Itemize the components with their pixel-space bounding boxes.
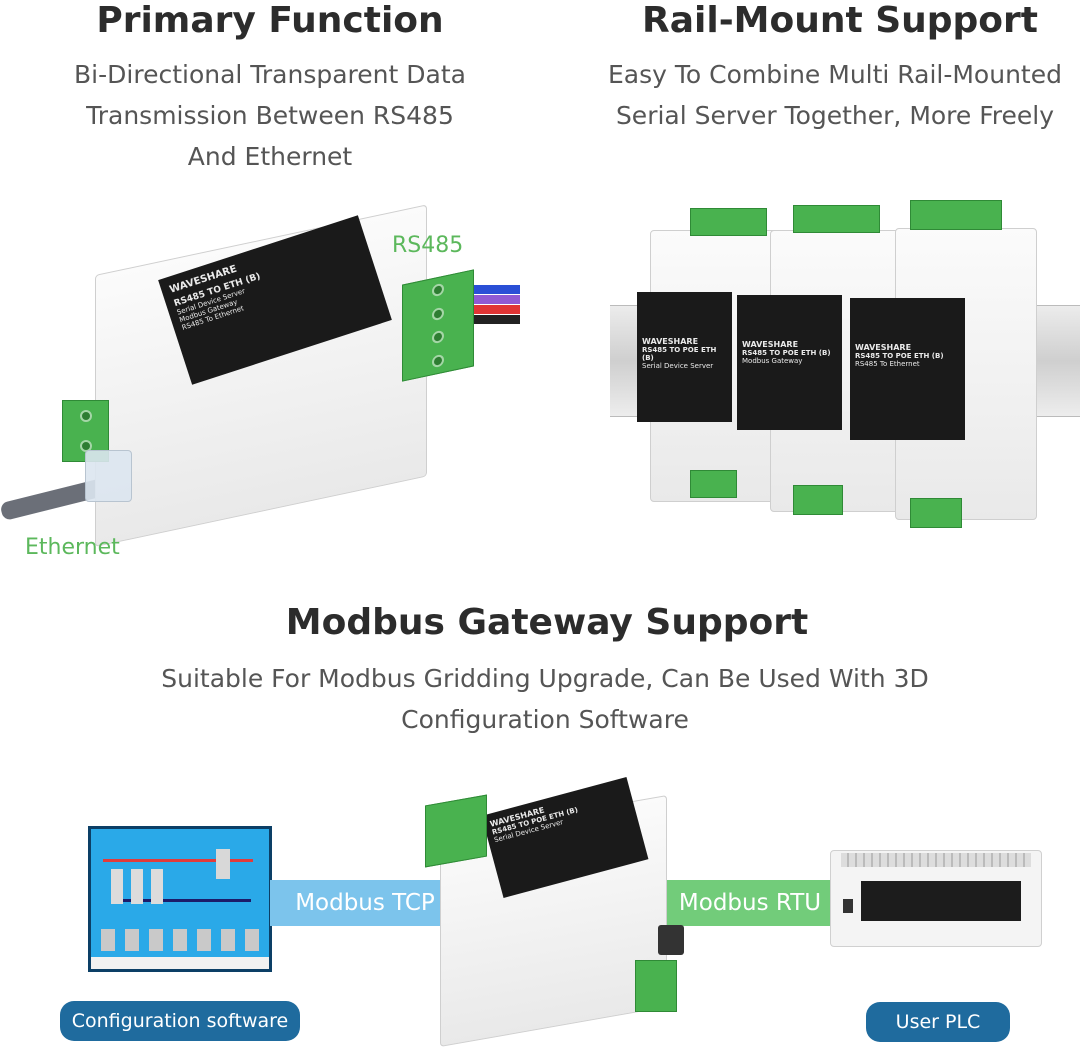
rail-mount-subtitle: Easy To Combine Multi Rail-Mounted Seria… [590,54,1080,136]
device-primary-illustration: WAVESHARE RS485 TO ETH (B) Serial Device… [0,204,520,560]
desc-line: RS485 To Ethernet [855,360,920,368]
rail-device-group: WAVESHARE RS485 TO POE ETH (B) Serial De… [635,200,1045,530]
user-plc-device [830,850,1042,947]
scada-tank [216,849,230,879]
scada-status-bar [91,957,269,969]
modbus-tcp-label: Modbus TCP [295,890,435,916]
configuration-software-screenshot [88,826,272,972]
subtitle-line: Bi-Directional Transparent Data [74,60,466,89]
plc-front-panel [861,881,1021,921]
rj45-plug [85,450,132,502]
subtitle-line: Easy To Combine Multi Rail-Mounted [608,60,1062,89]
power-terminal-block [635,960,677,1012]
rail-device-panel: WAVESHARE RS485 TO POE ETH (B) Serial De… [637,292,732,422]
scada-pipe [103,859,253,862]
rs485-wire-red [450,305,520,314]
model-label: RS485 TO POE ETH (B) [855,352,944,360]
subtitle-line: Configuration Software [401,705,689,734]
modbus-gateway-title: Modbus Gateway Support [285,602,809,643]
bottom-terminal-block [793,485,843,515]
modbus-rtu-label: Modbus RTU [678,890,822,916]
user-plc-button[interactable]: User PLC [866,1002,1010,1042]
configuration-software-button[interactable]: Configuration software [60,1001,300,1041]
screw-icon [432,306,444,321]
bottom-terminal-block [690,470,737,498]
desc-line: Modbus Gateway [742,357,803,365]
top-terminal-block [690,208,767,236]
rs485-terminal-block [402,269,474,382]
scada-tank [111,869,123,904]
rs485-label: RS485 [392,233,464,258]
modbus-rtu-band: Modbus RTU [660,880,840,926]
model-label: RS485 TO POE ETH (B) [742,349,831,357]
subtitle-line: And Ethernet [187,142,353,171]
plc-port-icon [843,899,853,913]
rail-device-panel: WAVESHARE RS485 TO POE ETH (B) RS485 To … [850,298,965,440]
primary-function-title: Primary Function [96,0,444,41]
model-label: RS485 TO POE ETH (B) [642,346,717,362]
scada-tank [131,869,143,904]
screw-icon [432,330,444,345]
subtitle-line: Suitable For Modbus Gridding Upgrade, Ca… [161,664,929,693]
subtitle-line: Serial Server Together, More Freely [615,101,1055,130]
modbus-gateway-subtitle: Suitable For Modbus Gridding Upgrade, Ca… [80,658,1010,740]
rs485-wire-blue [450,285,520,294]
scada-tank [151,869,163,904]
rs485-wire-purple [450,295,520,304]
ethernet-label: Ethernet [25,535,120,560]
bottom-terminal-block [910,498,962,528]
subtitle-line: Transmission Between RS485 [86,101,454,130]
gateway-device-illustration: WAVESHARE RS485 TO POE ETH (B) Serial De… [420,775,690,1047]
rs485-terminal-block [425,794,487,868]
rail-device-panel: WAVESHARE RS485 TO POE ETH (B) Modbus Ga… [737,295,842,430]
brand-logo: WAVESHARE [742,340,799,349]
screw-icon [79,410,92,422]
primary-function-subtitle: Bi-Directional Transparent Data Transmis… [20,54,520,177]
rail-mount-title: Rail-Mount Support [642,0,1038,41]
rj45-port [658,925,684,955]
rs485-wire-black [450,315,520,324]
top-terminal-block [910,200,1002,230]
brand-logo: WAVESHARE [642,337,699,346]
brand-logo: WAVESHARE [855,343,912,352]
screw-icon [432,353,444,369]
modbus-tcp-band: Modbus TCP [270,880,460,926]
top-terminal-block [793,205,880,233]
desc-line: Serial Device Server [642,362,714,370]
plc-terminal-strip [841,853,1031,867]
scada-valve-row [101,929,261,951]
scada-pipe [111,899,251,902]
screw-icon [432,282,444,298]
